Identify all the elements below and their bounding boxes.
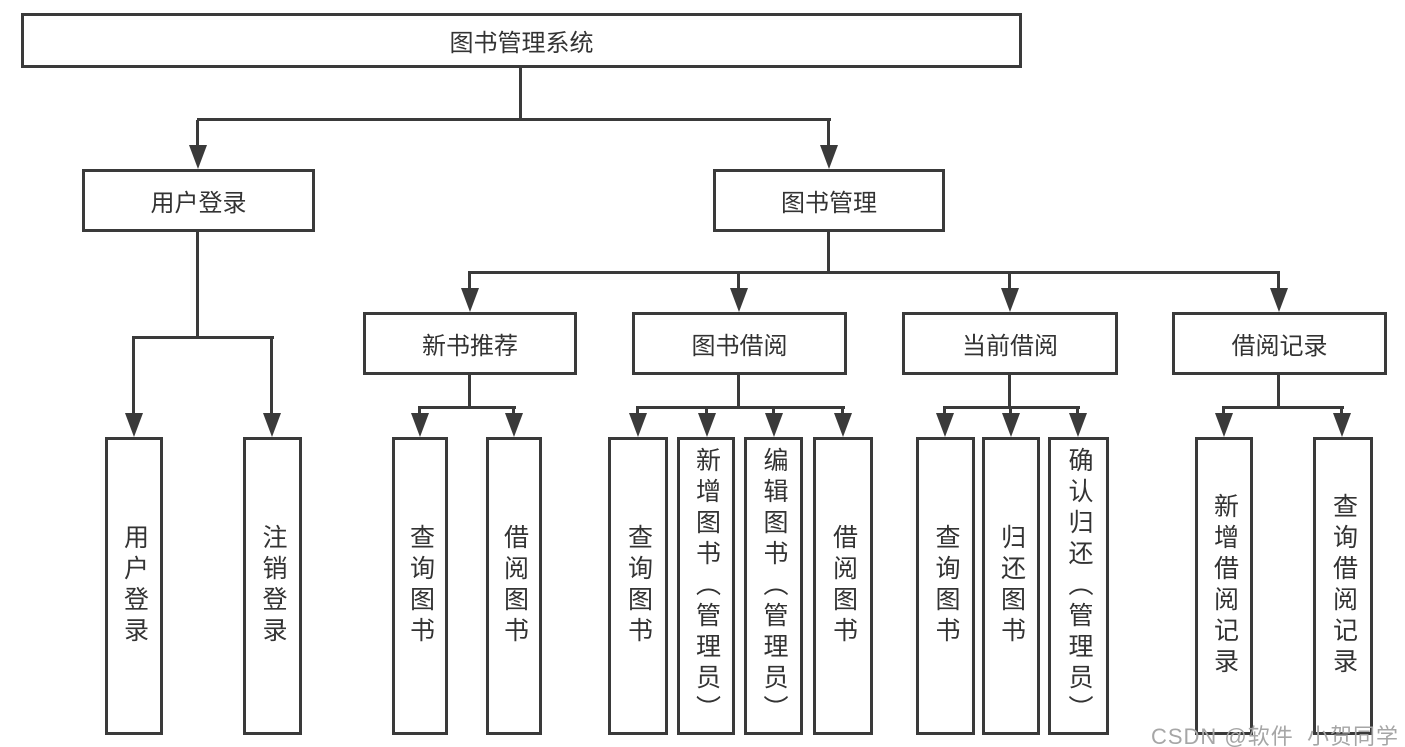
leaf-query-books-current-label: 查询图书	[932, 524, 960, 648]
arrow-down-icon	[765, 413, 783, 437]
connector-arrow-stem	[196, 120, 199, 151]
leaf-logout: 注销登录	[243, 437, 302, 735]
connector-vline-book-borrow	[737, 375, 740, 408]
connector-vline-current-borrow	[1008, 375, 1011, 408]
node-current-borrow-label: 当前借阅	[962, 333, 1058, 360]
connector-arrow-stem	[737, 272, 740, 294]
connector-hline-new-book	[418, 406, 516, 409]
connector-hline-borrow-records	[1222, 406, 1344, 409]
leaf-confirm-return-admin: 确认归还（管理员）	[1048, 437, 1109, 735]
leaf-logout-label: 注销登录	[259, 524, 287, 648]
arrow-down-icon	[461, 288, 479, 312]
leaf-user-login: 用户登录	[105, 437, 163, 735]
arrow-down-icon	[505, 413, 523, 437]
connector-arrow-stem	[827, 120, 830, 151]
leaf-confirm-return-admin-label: 确认归还（管理员）	[1065, 446, 1093, 726]
connector-hline-book-borrow	[636, 406, 845, 409]
arrow-down-icon	[411, 413, 429, 437]
arrow-down-icon	[820, 145, 838, 169]
node-current-borrow: 当前借阅	[902, 312, 1118, 375]
node-book-management-label: 图书管理	[781, 190, 877, 217]
leaf-query-borrow-record: 查询借阅记录	[1313, 437, 1373, 735]
leaf-return-book-label: 归还图书	[997, 524, 1026, 648]
arrow-down-icon	[125, 413, 143, 437]
node-new-book-recommend-label: 新书推荐	[422, 333, 518, 360]
arrow-down-icon	[834, 413, 852, 437]
arrow-down-icon	[629, 413, 647, 437]
node-user-login-label: 用户登录	[150, 190, 247, 217]
leaf-user-login-label: 用户登录	[120, 524, 149, 648]
connector-arrow-stem	[270, 337, 273, 419]
arrow-down-icon	[936, 413, 954, 437]
connector-hline-user-login	[132, 336, 274, 339]
leaf-query-books-recommend: 查询图书	[392, 437, 448, 735]
leaf-query-books-recommend-label: 查询图书	[406, 524, 435, 648]
leaf-borrow-books-recommend: 借阅图书	[486, 437, 542, 735]
node-borrow-records: 借阅记录	[1172, 312, 1387, 375]
node-root-label: 图书管理系统	[449, 30, 594, 57]
arrow-down-icon	[263, 413, 281, 437]
connector-vline-root	[519, 68, 522, 120]
connector-arrow-stem	[1277, 272, 1280, 294]
leaf-edit-book-admin-label: 编辑图书（管理员）	[760, 446, 788, 726]
leaf-add-book-admin-label: 新增图书（管理员）	[692, 446, 721, 726]
connector-vline-new-book	[468, 375, 471, 408]
node-book-management: 图书管理	[713, 169, 945, 232]
arrow-down-icon	[1333, 413, 1351, 437]
node-borrow-records-label: 借阅记录	[1231, 333, 1328, 360]
leaf-return-book: 归还图书	[982, 437, 1040, 735]
leaf-query-books-borrow: 查询图书	[608, 437, 668, 735]
leaf-query-books-borrow-label: 查询图书	[624, 524, 653, 648]
leaf-edit-book-admin: 编辑图书（管理员）	[744, 437, 803, 735]
connector-arrow-stem	[468, 272, 471, 294]
leaf-query-borrow-record-label: 查询借阅记录	[1329, 493, 1358, 679]
node-new-book-recommend: 新书推荐	[363, 312, 577, 375]
leaf-borrow-books-label: 借阅图书	[829, 524, 858, 648]
node-root: 图书管理系统	[21, 13, 1022, 68]
arrow-down-icon	[730, 288, 748, 312]
leaf-query-books-current: 查询图书	[916, 437, 975, 735]
connector-hline-level2	[197, 118, 831, 121]
leaf-add-borrow-record: 新增借阅记录	[1195, 437, 1253, 735]
connector-hline-level3	[468, 271, 1280, 274]
arrow-down-icon	[698, 413, 716, 437]
node-book-borrow-label: 图书借阅	[691, 333, 788, 360]
leaf-add-book-admin: 新增图书（管理员）	[677, 437, 735, 735]
arrow-down-icon	[1002, 413, 1020, 437]
connector-arrow-stem	[1008, 272, 1011, 294]
arrow-down-icon	[189, 145, 207, 169]
leaf-borrow-books-recommend-label: 借阅图书	[500, 524, 529, 648]
watermark-text: CSDN @软件_小贺同学	[1150, 724, 1399, 747]
connector-vline-book-management	[827, 232, 830, 274]
leaf-borrow-books: 借阅图书	[813, 437, 873, 735]
node-book-borrow: 图书借阅	[632, 312, 847, 375]
connector-vline-user-login	[196, 232, 199, 338]
arrow-down-icon	[1270, 288, 1288, 312]
connector-arrow-stem	[132, 337, 135, 419]
leaf-add-borrow-record-label: 新增借阅记录	[1210, 493, 1239, 679]
arrow-down-icon	[1215, 413, 1233, 437]
connector-vline-borrow-records	[1277, 375, 1280, 408]
arrow-down-icon	[1001, 288, 1019, 312]
node-user-login: 用户登录	[82, 169, 315, 232]
arrow-down-icon	[1069, 413, 1087, 437]
